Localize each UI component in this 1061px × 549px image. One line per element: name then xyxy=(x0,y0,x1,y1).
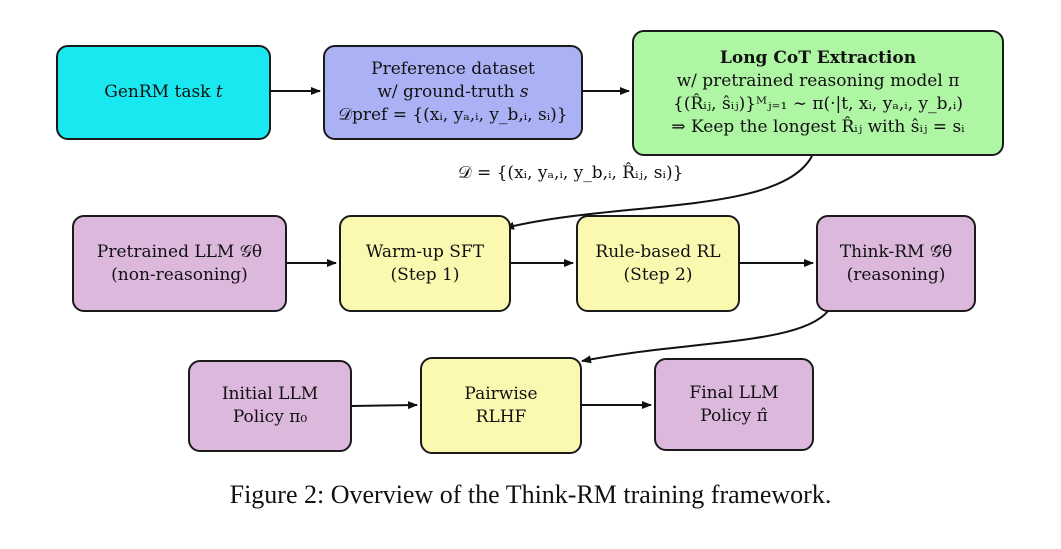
long-cot-line-1: w/ pretrained reasoning model π xyxy=(676,71,960,91)
warmup-sft-line-1: Warm-up SFT xyxy=(365,241,485,262)
rule-based-rl-box: Rule-based RL (Step 2) xyxy=(576,215,740,312)
pretrained-llm-line-2: (non-reasoning) xyxy=(111,264,248,285)
think-rm-box: Think-RM 𝒢̂θ (reasoning) xyxy=(816,215,976,312)
long-cot-line-3: ⇒ Keep the longest R̂ᵢⱼ with ŝᵢⱼ = sᵢ xyxy=(671,117,965,137)
arrow-cot-to-warmup xyxy=(504,155,813,230)
final-llm-line-1: Final LLM xyxy=(689,382,779,403)
arrow-thinkrm-to-pairwise xyxy=(581,310,829,364)
initial-llm-line-1: Initial LLM xyxy=(221,384,319,404)
initial-llm-box: Initial LLM Policy π₀ xyxy=(188,360,352,452)
figure-caption: Figure 2: Overview of the Think-RM train… xyxy=(229,480,832,509)
long-cot-title: Long CoT Extraction xyxy=(719,48,917,68)
pairwise-rlhf-line-2: RLHF xyxy=(475,406,527,427)
arrow-initial-to-pairwise xyxy=(351,401,418,410)
pretrained-llm-box: Pretrained LLM 𝒢θ (non-reasoning) xyxy=(72,215,287,312)
think-rm-line-1: Think-RM 𝒢̂θ xyxy=(839,241,953,262)
genrm-task-box: GenRM task 𝑡 xyxy=(56,45,271,140)
rule-based-rl-line-1: Rule-based RL xyxy=(595,241,721,262)
preference-dataset-line-3: 𝒟pref = {(xᵢ, yₐ,ᵢ, y_b,ᵢ, sᵢ)} xyxy=(338,105,568,125)
long-cot-line-2: {(R̂ᵢⱼ, ŝᵢⱼ)}ᴹⱼ₌₁ ∼ π(·|t, xᵢ, yₐ,ᵢ, y_b… xyxy=(673,94,963,114)
preference-dataset-line-2: w/ ground-truth 𝑠 xyxy=(377,82,529,102)
final-llm-box: Final LLM Policy π̂ xyxy=(654,358,814,451)
rule-based-rl-line-2: (Step 2) xyxy=(623,264,693,285)
preference-dataset-line-1: Preference dataset xyxy=(371,59,535,79)
long-cot-extraction-box: Long CoT Extraction w/ pretrained reason… xyxy=(632,30,1004,156)
warmup-sft-box: Warm-up SFT (Step 1) xyxy=(339,215,511,312)
think-rm-line-2: (reasoning) xyxy=(846,264,946,285)
genrm-task-label: GenRM task 𝑡 xyxy=(104,82,223,102)
pairwise-rlhf-line-1: Pairwise xyxy=(464,383,538,404)
pretrained-llm-line-1: Pretrained LLM 𝒢θ xyxy=(96,241,263,262)
initial-llm-line-2: Policy π₀ xyxy=(232,407,308,427)
final-llm-line-2: Policy π̂ xyxy=(700,405,768,426)
preference-dataset-box: Preference dataset w/ ground-truth 𝑠 𝒟pr… xyxy=(323,45,583,140)
pairwise-rlhf-box: Pairwise RLHF xyxy=(420,357,582,454)
dataset-label: 𝒟 = {(xᵢ, yₐ,ᵢ, y_b,ᵢ, R̂ᵢⱼ, sᵢ)} xyxy=(458,163,684,183)
warmup-sft-line-2: (Step 1) xyxy=(390,264,460,285)
